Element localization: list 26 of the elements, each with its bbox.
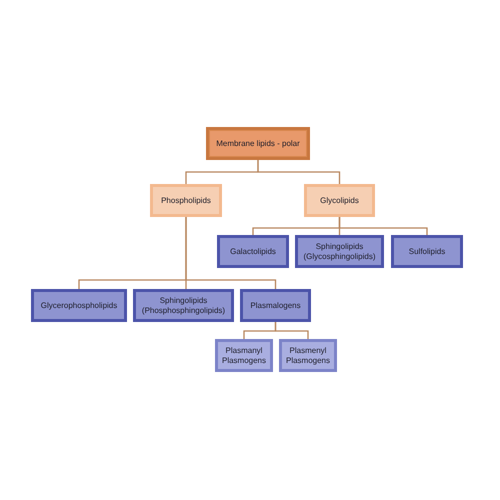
node-label: Phospholipids <box>160 196 212 206</box>
subcategory-box <box>217 235 289 268</box>
subcategory-box <box>240 289 311 322</box>
subcategory-box <box>391 235 463 268</box>
connector-line <box>274 322 309 339</box>
connector-line <box>185 217 276 289</box>
category-box <box>150 184 222 217</box>
node-label: Sphingolipids (Glycosphingolipids) <box>302 242 377 261</box>
subcategory-box <box>295 235 384 268</box>
node-label: Sphingolipids (Phosphosphingolipids) <box>140 296 226 315</box>
subcategory-box <box>133 289 234 322</box>
node-label: Glycerophospholipids <box>40 300 118 310</box>
connector-line <box>257 160 340 184</box>
node-label: Galactolipids <box>229 246 277 256</box>
subcategory-box <box>31 289 127 322</box>
node-label: Membrane lipids - polar <box>215 138 301 148</box>
node-label: Plasmenyl Plasmogens <box>284 346 332 365</box>
category-box <box>304 184 375 217</box>
node-label: Plasmalogens <box>249 300 302 310</box>
node-label: Glycolipids <box>319 196 360 206</box>
node-label: Sulfolipids <box>408 246 446 256</box>
subtype-box <box>279 339 337 372</box>
connector-line <box>338 217 428 235</box>
subtype-box <box>215 339 273 372</box>
root-category-box <box>206 127 310 160</box>
node-label: Plasmanyl Plasmogens <box>220 346 268 365</box>
